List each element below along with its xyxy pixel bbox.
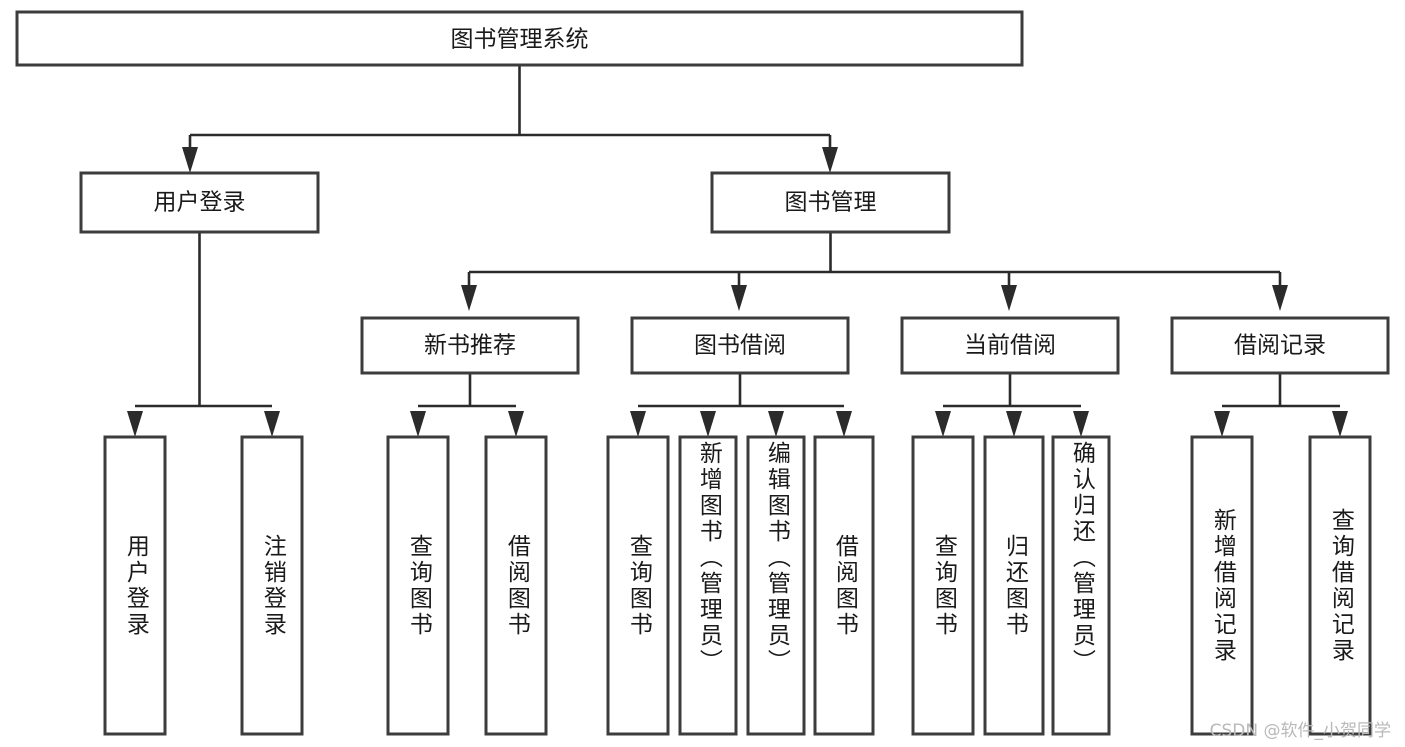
connector-root-to-level2 <box>182 65 838 173</box>
leaf-node-box[interactable] <box>911 435 975 736</box>
leaf-node-box[interactable] <box>746 435 806 736</box>
leaf-node-box[interactable] <box>983 435 1045 736</box>
node-user-login-box[interactable] <box>79 171 320 234</box>
node-user-login[interactable]: 用户登录 <box>79 171 320 234</box>
node-book-manage-label: 图书管理 <box>785 190 877 216</box>
leaf-node-box[interactable] <box>1051 435 1111 736</box>
leaf-node-box[interactable] <box>484 435 548 736</box>
node-borrow-record-box[interactable] <box>1170 316 1390 375</box>
node-root-label: 图书管理系统 <box>451 27 589 53</box>
leaf-node-box[interactable] <box>678 435 738 736</box>
node-current-borrow[interactable]: 当前借阅 <box>900 316 1120 375</box>
node-book-borrow-label: 图书借阅 <box>694 333 786 359</box>
connector-new-book-recommend-to-leaves <box>410 373 524 437</box>
node-user-login-label: 用户登录 <box>154 190 246 216</box>
leaf-node-box[interactable] <box>240 435 304 736</box>
leaf-node-box[interactable] <box>386 435 450 736</box>
leaf-node-box[interactable] <box>1190 435 1254 736</box>
watermark-text: CSDN @软件_小贺同学 <box>1209 721 1391 741</box>
node-borrow-record-label: 借阅记录 <box>1234 333 1326 359</box>
node-root-box[interactable] <box>15 10 1024 67</box>
node-root[interactable]: 图书管理系统 <box>15 10 1024 67</box>
connector-book-borrow-to-leaves <box>630 373 852 437</box>
leaf-node-box[interactable] <box>103 435 167 736</box>
node-new-book-recommend-box[interactable] <box>360 316 580 375</box>
node-borrow-record[interactable]: 借阅记录 <box>1170 316 1390 375</box>
node-book-borrow-box[interactable] <box>630 316 850 375</box>
node-new-book-recommend[interactable]: 新书推荐 <box>360 316 580 375</box>
leaf-node-box[interactable] <box>813 435 875 736</box>
node-book-manage-box[interactable] <box>710 171 951 234</box>
connector-book-manage-to-level3 <box>461 232 1288 311</box>
leaf-node-boxes <box>103 435 1372 736</box>
connector-user-login-to-leaves <box>127 232 280 437</box>
node-book-borrow[interactable]: 图书借阅 <box>630 316 850 375</box>
node-book-manage[interactable]: 图书管理 <box>710 171 951 234</box>
connector-current-borrow-to-leaves <box>935 373 1089 437</box>
leaf-node-box[interactable] <box>1308 435 1372 736</box>
node-new-book-recommend-label: 新书推荐 <box>424 333 516 359</box>
connector-borrow-record-to-leaves <box>1214 373 1348 437</box>
node-current-borrow-box[interactable] <box>900 316 1120 375</box>
node-current-borrow-label: 当前借阅 <box>964 333 1056 359</box>
leaf-node-box[interactable] <box>606 435 670 736</box>
